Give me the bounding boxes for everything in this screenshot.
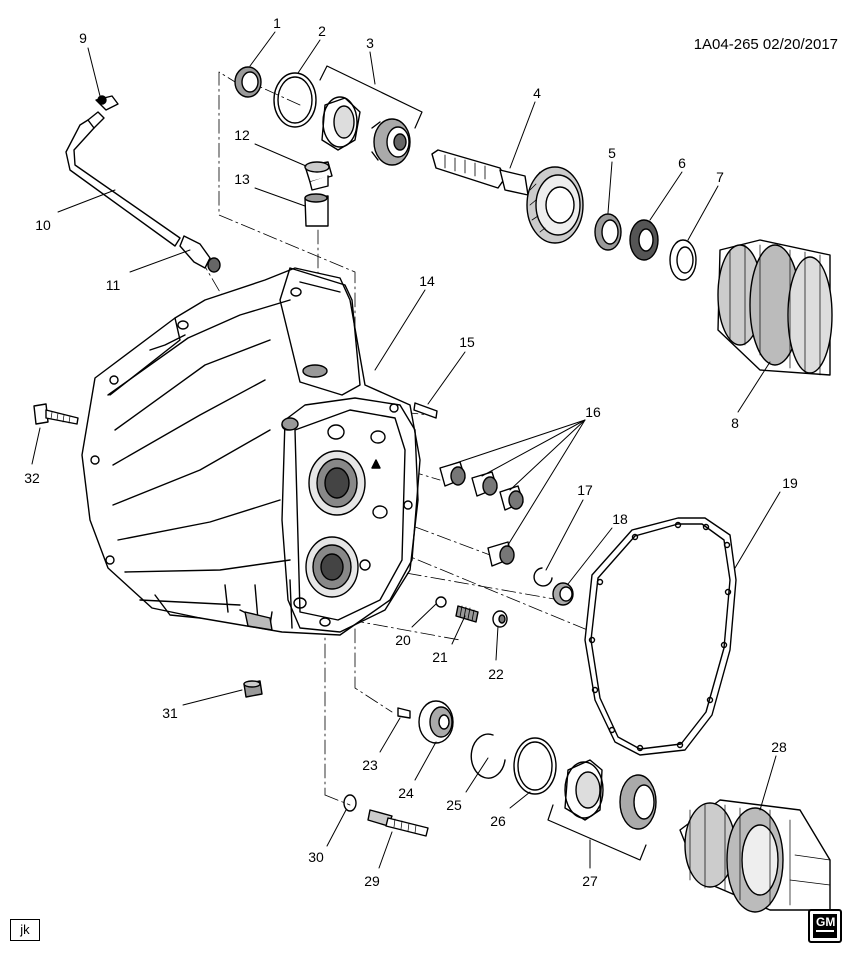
oil-seal-1: [234, 66, 262, 98]
callout-27: 27: [582, 873, 598, 889]
callout-30: 30: [308, 849, 324, 865]
reference-box: jk: [10, 919, 40, 941]
snap-ring-25: [470, 733, 506, 779]
clip-9: [95, 95, 119, 111]
transmission-case: [81, 267, 421, 636]
bolt-32: [33, 403, 79, 425]
ball-20: [435, 596, 447, 608]
callout-25: 25: [446, 797, 462, 813]
gm-logo: GM: [808, 909, 842, 943]
needle-bearing-5: [594, 213, 622, 251]
callout-7: 7: [716, 169, 724, 185]
callout-31: 31: [162, 705, 178, 721]
bolt-29: [367, 809, 429, 837]
hose-fitting-11: [179, 235, 221, 273]
snap-ring-26: [513, 737, 557, 795]
callout-3: 3: [366, 35, 374, 51]
plug-18: [552, 582, 574, 606]
output-gear-28: [679, 799, 831, 913]
callout-24: 24: [398, 785, 414, 801]
input-shaft-4: [431, 149, 584, 244]
washer-7: [669, 239, 697, 281]
callout-8: 8: [731, 415, 739, 431]
callout-23: 23: [362, 757, 378, 773]
callout-14: 14: [419, 273, 435, 289]
illustration-code: 1A04-265 02/20/2017: [694, 36, 838, 53]
leader-lines: [31, 31, 781, 869]
callout-20: 20: [395, 632, 411, 648]
callout-17: 17: [577, 482, 593, 498]
gm-logo-text: GM: [816, 914, 835, 932]
callout-29: 29: [364, 873, 380, 889]
dowel-pin-15: [413, 402, 438, 419]
bushings-16: [439, 461, 524, 567]
callout-28: 28: [771, 739, 787, 755]
bearing-race-24: [418, 700, 454, 744]
callout-16: 16: [585, 404, 601, 420]
callout-32: 32: [24, 470, 40, 486]
gasket-19: [584, 517, 737, 756]
callout-2: 2: [318, 23, 326, 39]
spring-21: [455, 605, 479, 623]
bearing-3: [321, 96, 411, 166]
thrust-washer-6: [629, 219, 659, 261]
sleeve-13: [304, 193, 329, 227]
retaining-clip-17: [533, 567, 553, 587]
plug-31: [243, 680, 263, 698]
callout-22: 22: [488, 666, 504, 682]
callout-19: 19: [782, 475, 798, 491]
snap-ring-2: [273, 72, 317, 128]
callout-labels: 1 2 3 4 5 6 7 8 9 10 11 12 13 14 15 16 1…: [24, 15, 798, 889]
washer-30: [343, 794, 357, 812]
callout-11: 11: [106, 277, 121, 293]
callout-13: 13: [234, 171, 250, 187]
gear-assembly-8: [717, 239, 833, 376]
bearing-27: [564, 759, 657, 830]
vent-tube-10: [65, 111, 181, 247]
plug-12: [304, 161, 333, 191]
plug-22: [492, 610, 508, 628]
callout-15: 15: [459, 334, 475, 350]
callout-18: 18: [612, 511, 628, 527]
callout-9: 9: [79, 30, 87, 46]
callout-10: 10: [35, 217, 51, 233]
callout-6: 6: [678, 155, 686, 171]
callout-12: 12: [234, 127, 250, 143]
callout-26: 26: [490, 813, 506, 829]
callout-5: 5: [608, 145, 616, 161]
callout-21: 21: [432, 649, 448, 665]
callout-4: 4: [533, 85, 541, 101]
callout-1: 1: [273, 15, 281, 31]
pin-23: [397, 707, 411, 719]
